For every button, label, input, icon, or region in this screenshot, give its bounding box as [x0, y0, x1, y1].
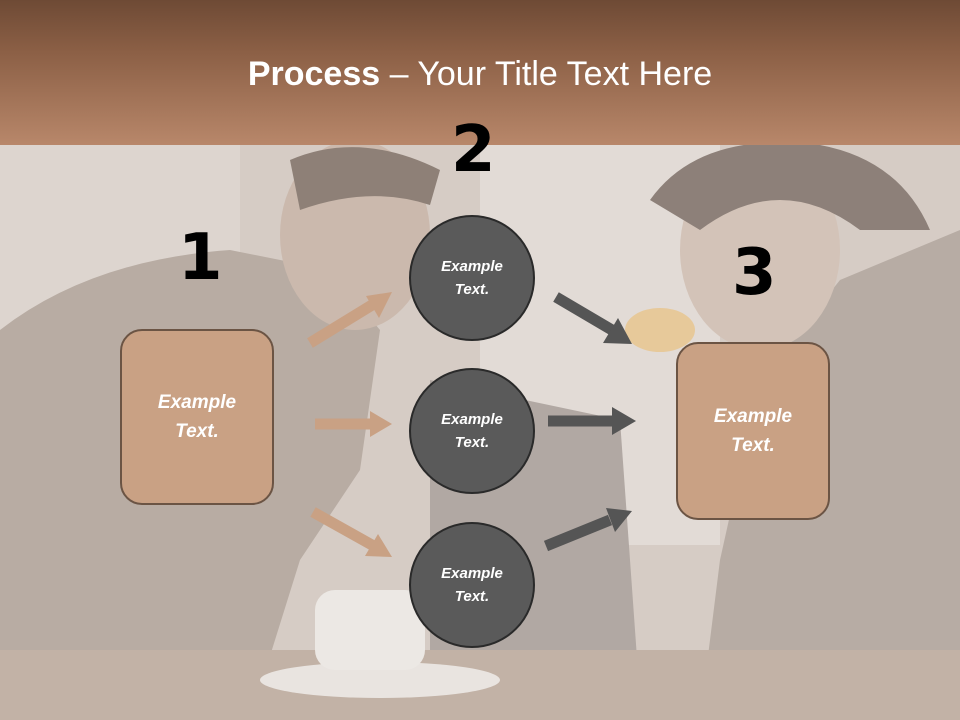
step-2-circle-bottom-text: Example Text. [441, 565, 503, 605]
step-2-circle-bottom[interactable]: Example Text. [409, 522, 535, 648]
arrow-circle-top-to-3 [553, 292, 615, 335]
arrowhead-right-top [603, 318, 632, 344]
arrow-1-to-circle-bottom [310, 507, 375, 550]
step-number-2: 2 [451, 113, 496, 187]
arrows-left [307, 300, 375, 550]
arrow-1-to-circle-top [307, 300, 375, 348]
step-2-circle-top-text: Example Text. [441, 258, 503, 298]
step-3-box[interactable]: Example Text. [676, 342, 830, 520]
arrowhead-left-bottom [365, 534, 392, 557]
step-number-1: 1 [178, 221, 223, 295]
step-2-circle-middle[interactable]: Example Text. [409, 368, 535, 494]
step-1-box[interactable]: Example Text. [120, 329, 274, 505]
arrowhead-right-bottom [606, 508, 632, 532]
step-2-circle-top[interactable]: Example Text. [409, 215, 535, 341]
arrow-circle-bottom-to-3 [543, 514, 613, 552]
step-2-circle-middle-text: Example Text. [441, 411, 503, 451]
step-number-3: 3 [732, 236, 777, 310]
page-title: Process – Your Title Text Here [247, 55, 713, 93]
arrowhead-right-middle [612, 407, 636, 435]
title-bar [0, 0, 960, 145]
arrowhead-left-middle [370, 411, 392, 437]
arrowhead-left-top [366, 292, 392, 318]
step-1-text: Example Text. [157, 392, 237, 442]
step-3-text: Example Text. [713, 406, 793, 456]
